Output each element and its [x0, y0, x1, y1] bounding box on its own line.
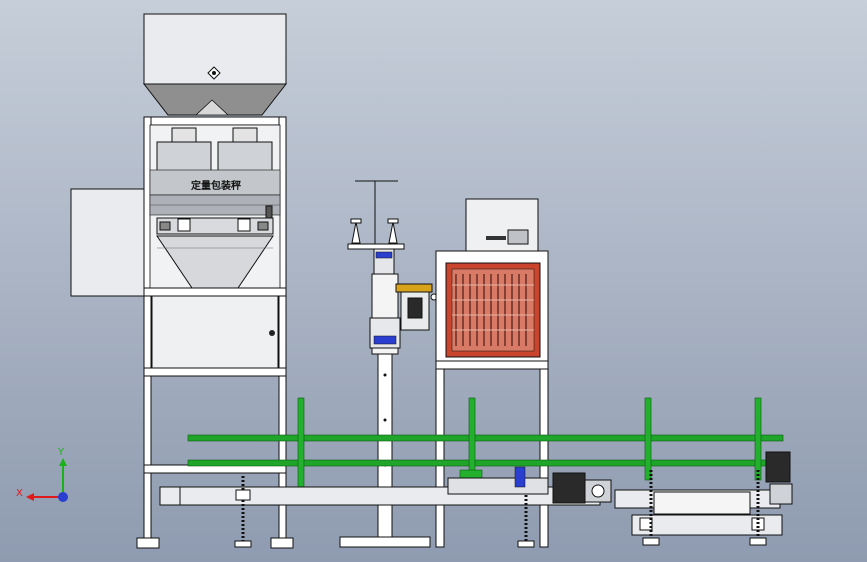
drive-motor — [552, 472, 586, 504]
z-axis-icon — [58, 492, 68, 502]
hopper — [142, 13, 288, 116]
screw-jacks — [234, 470, 767, 548]
main-frame: 定量包装秤 — [136, 116, 294, 549]
belt-conveyor — [159, 451, 793, 536]
panel-label: 定量包装秤 — [191, 179, 241, 192]
coordinate-triad: Y X — [16, 447, 68, 502]
thread-spool-left-icon — [350, 218, 362, 244]
thread-spool-right-icon — [387, 218, 399, 244]
x-axis-label: X — [16, 488, 23, 499]
hopper-sensor-icon — [207, 66, 221, 80]
y-axis-label: Y — [57, 447, 65, 458]
heat-sealer — [435, 198, 549, 548]
side-control-box — [70, 188, 145, 297]
control-cabinet — [151, 295, 279, 369]
